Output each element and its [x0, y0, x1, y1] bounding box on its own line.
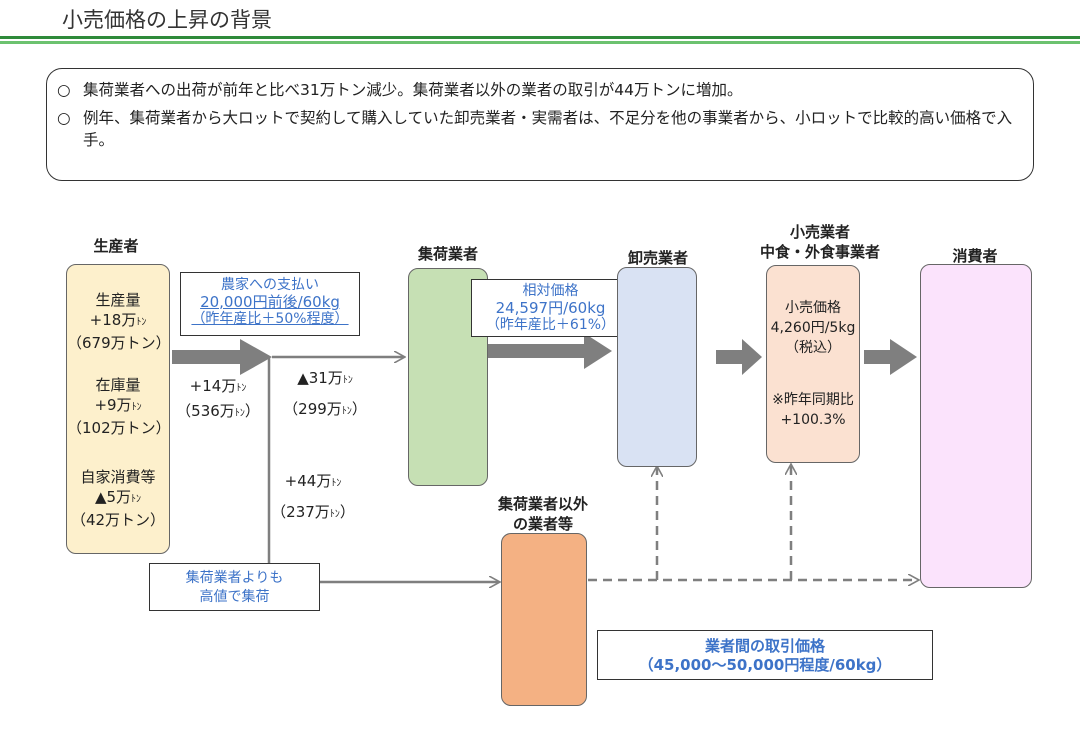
wholesaler-box [617, 267, 697, 467]
summary-box: ○ 集荷業者への出荷が前年と比べ31万トン減少。集荷業者以外の業者の取引が44万… [46, 68, 1034, 181]
relative-price-title: 相対価格 [522, 283, 579, 299]
retail-price-tax: （税込） [785, 340, 841, 356]
farmer-payment-change: （昨年産比＋50%程度） [191, 311, 349, 327]
production-change: +18万ﾄﾝ [89, 311, 147, 329]
title-rule-light [0, 41, 1080, 44]
self-consumption-change: ▲5万ﾄﾝ [94, 488, 142, 506]
summary-bullet-text: 例年、集荷業者から大ロットで契約して購入していた卸売業者・実需者は、不足分を他の… [83, 109, 1013, 149]
farmer-payment-box: 農家への支払い 20,000円前後/60kg （昨年産比＋50%程度） [180, 272, 360, 336]
retailer-box: 小売価格 4,260円/5kg （税込） ※昨年同期比 +100.3% [766, 265, 860, 463]
consumer-box [920, 264, 1032, 588]
producer-heading: 生産者 [93, 237, 139, 255]
retail-yoy-value: +100.3% [780, 412, 846, 428]
relative-price-value: 24,597円/60kg [495, 299, 606, 317]
stock-block: 在庫量 +9万ﾄﾝ （102万トン） [67, 375, 171, 438]
thick-arrow-collector [488, 333, 612, 369]
stock-change: +9万ﾄﾝ [94, 396, 142, 414]
retail-price-block: 小売価格 4,260円/5kg （税込） [767, 298, 859, 358]
other-dealers-volume-label: +44万ﾄﾝ （237万ﾄﾝ） [271, 472, 355, 521]
thick-arrow-retailer [864, 339, 917, 375]
bullet-circle-icon: ○ [57, 109, 71, 127]
self-consumption-total: （42万トン） [70, 511, 166, 529]
stock-total: （102万トン） [67, 419, 171, 437]
self-consumption-block: 自家消費等 ▲5万ﾄﾝ （42万トン） [67, 467, 169, 530]
retailer-heading: 小売業者 中食・外食事業者 [759, 223, 880, 261]
retail-price-value: 4,260円/5kg [770, 320, 856, 336]
collector-heading: 集荷業者 [417, 245, 478, 263]
consumer-heading: 消費者 [952, 247, 998, 265]
production-label: 生産量 [95, 291, 141, 309]
self-consumption-label: 自家消費等 [80, 468, 156, 486]
thick-arrow-producer [172, 339, 272, 375]
thick-arrow-wholesaler [716, 339, 762, 375]
production-block: 生産量 +18万ﾄﾝ （679万トン） [67, 290, 171, 353]
other-dealers-heading: 集荷業者以外 の業者等 [497, 495, 588, 533]
shipment-volume-label: +14万ﾄﾝ （536万ﾄﾝ） [176, 377, 260, 420]
other-dealers-box [501, 533, 587, 706]
title-rule-dark [0, 36, 1080, 39]
stock-label: 在庫量 [95, 376, 141, 394]
relative-price-box: 相対価格 24,597円/60kg （昨年産比＋61%） [471, 279, 630, 337]
production-total: （679万トン） [67, 334, 171, 352]
farmer-payment-title: 農家への支払い [221, 277, 319, 293]
bullet-circle-icon: ○ [57, 81, 71, 99]
interdealer-price-box: 業者間の取引価格 （45,000～50,000円程度/60kg） [597, 630, 933, 680]
farmer-payment-price: 20,000円前後/60kg [200, 293, 340, 311]
producer-box: 生産量 +18万ﾄﾝ （679万トン） 在庫量 +9万ﾄﾝ （102万トン） 自… [66, 264, 171, 554]
retail-yoy-block: ※昨年同期比 +100.3% [767, 390, 859, 430]
relative-price-change: （昨年産比＋61%） [485, 317, 616, 333]
summary-bullet-text: 集荷業者への出荷が前年と比べ31万トン減少。集荷業者以外の業者の取引が44万トン… [83, 81, 743, 99]
collector-volume-label: ▲31万ﾄﾝ （299万ﾄﾝ） [283, 369, 367, 418]
page-title: 小売価格の上昇の背景 [62, 8, 272, 32]
high-price-note: 集荷業者よりも 高値で集荷 [149, 563, 320, 611]
wholesaler-heading: 卸売業者 [627, 249, 688, 267]
retail-price-label: 小売価格 [785, 300, 841, 316]
retail-yoy-label: ※昨年同期比 [772, 392, 854, 408]
